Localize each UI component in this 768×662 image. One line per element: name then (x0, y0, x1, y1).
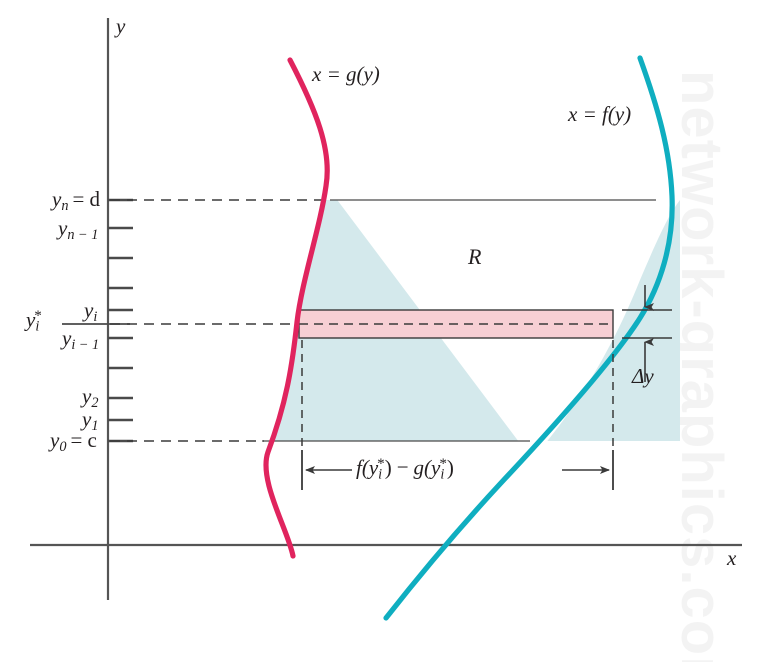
width-g-sup: * (439, 456, 447, 472)
y-axis-label: y (116, 14, 126, 38)
tick-y2-var: y (82, 384, 92, 408)
region-R-fill (271, 200, 680, 441)
ystar-var: y (26, 307, 36, 332)
tick-y0-eq: = c (70, 428, 97, 452)
x-axis-label: x (727, 546, 737, 570)
tick-y2-sub: 2 (91, 394, 99, 411)
width-f-sub: i (378, 466, 383, 483)
ystar-sup: * (34, 308, 42, 324)
tick-yn1-sub: n − 1 (67, 226, 99, 243)
tick-label-yn: yn= d (52, 187, 101, 214)
tick-yn-var: y (52, 187, 62, 211)
curve-f (383, 55, 675, 621)
ystar-sub: i (35, 318, 40, 335)
tick-label-y0: y0= c (50, 428, 97, 455)
tick-y1-sub: 1 (91, 417, 99, 434)
tick-label-yn1: yn − 1 (58, 216, 99, 243)
strip-width-label: f(yi*)−g(yi*) (356, 455, 454, 483)
width-g-part: g(y (413, 455, 441, 480)
tick-y0-sub: 0 (59, 438, 67, 455)
curve-g-label: x = g(y) (312, 62, 380, 86)
width-g-sub: i (440, 466, 445, 483)
tick-yi-var: y (84, 298, 94, 322)
tick-y0-var: y (50, 428, 60, 452)
width-minus: − (396, 455, 409, 480)
curve-g (263, 57, 330, 559)
region-label: R (468, 244, 482, 269)
tick-y1-var: y (82, 407, 92, 431)
tick-yi1-sub: i − 1 (71, 336, 100, 353)
width-f-sup: * (377, 456, 385, 472)
width-close-1: ) (384, 455, 392, 480)
width-f-part: f(y (356, 455, 379, 480)
tick-yn-eq: = d (72, 187, 101, 211)
y-axis-ticks (108, 198, 133, 443)
width-close-2: ) (446, 455, 454, 480)
tick-label-y1: y1 (82, 407, 99, 434)
delta-y-label: Δy (632, 364, 654, 388)
tick-label-yi: yi (84, 298, 98, 325)
curve-f-label: x = f(y) (568, 102, 632, 126)
sample-point-label: yi* (26, 307, 42, 335)
tick-label-y2: y2 (82, 384, 99, 411)
tick-label-yi1: yi − 1 (62, 326, 100, 353)
tick-yn1-var: y (58, 216, 68, 240)
tick-yn-sub: n (61, 197, 69, 214)
tick-yi1-var: y (62, 326, 72, 350)
tick-yi-sub: i (93, 308, 98, 325)
